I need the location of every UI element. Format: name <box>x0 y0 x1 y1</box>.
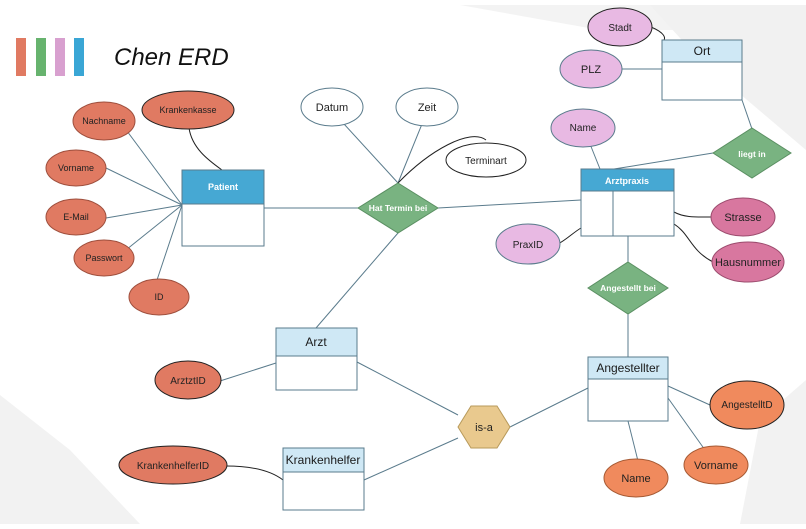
attribute-email-label: E-Mail <box>63 212 89 222</box>
attribute-krankenhelferid[interactable]: KrankenhelferID <box>118 445 228 485</box>
attribute-terminart[interactable]: Terminart <box>445 142 527 178</box>
relationship-is-a-label: is-a <box>475 422 494 434</box>
relationship-liegt-in[interactable]: liegt in <box>712 127 792 179</box>
attribute-datum[interactable]: Datum <box>300 87 364 127</box>
attribute-angestelltid[interactable]: AngestelltD <box>709 380 785 430</box>
attribute-strasse[interactable]: Strasse <box>710 197 776 237</box>
attribute-vorname-angestellter-label: Vorname <box>694 460 738 472</box>
attribute-id[interactable]: ID <box>128 278 190 316</box>
entity-krankenhelfer-label: Krankenhelfer <box>286 453 361 467</box>
attribute-strasse-label: Strasse <box>724 212 761 224</box>
attribute-id-label: ID <box>155 292 165 302</box>
legend-swatch-blue <box>74 38 84 76</box>
background-shape <box>0 395 140 524</box>
entity-arzt[interactable]: Arzt <box>275 327 358 391</box>
attribute-angestelltid-label: AngestelltD <box>721 400 772 411</box>
entity-patient-label: Patient <box>208 182 238 192</box>
relationship-angestellt-bei-label: Angestellt bei <box>600 283 656 293</box>
legend-swatch-green <box>36 38 46 76</box>
connectors <box>105 26 753 481</box>
color-legend <box>16 38 84 76</box>
attribute-plz-label: PLZ <box>581 64 601 76</box>
attribute-datum-label: Datum <box>316 102 348 114</box>
relationship-is-a[interactable]: is-a <box>457 405 511 449</box>
entity-arztpraxis[interactable]: Arztpraxis <box>580 168 675 237</box>
diagram-title: Chen ERD <box>114 44 229 71</box>
attribute-nachname-label: Nachname <box>82 116 126 126</box>
entity-patient[interactable]: Patient <box>181 169 265 247</box>
attribute-name-angestellter-label: Name <box>621 473 650 485</box>
attribute-praxisid[interactable]: PraxID <box>495 223 561 265</box>
attribute-passwort[interactable]: Passwort <box>73 239 135 277</box>
attribute-plz[interactable]: PLZ <box>559 49 623 89</box>
attribute-zeit-label: Zeit <box>418 102 436 114</box>
relationship-angestellt-bei[interactable]: Angestellt bei <box>587 261 669 315</box>
attribute-stadt-label: Stadt <box>608 23 632 34</box>
attribute-stadt[interactable]: Stadt <box>587 7 653 47</box>
attribute-praxisid-label: PraxID <box>513 240 544 251</box>
relationship-hat-termin-bei-label: Hat Termin bei <box>369 203 427 213</box>
entity-arztpraxis-label: Arztpraxis <box>605 176 649 186</box>
entity-ort[interactable]: Ort <box>661 39 743 101</box>
entity-angestellter[interactable]: Angestellter <box>587 356 669 422</box>
legend-swatch-salmon <box>16 38 26 76</box>
background-shape <box>740 380 806 524</box>
attribute-hausnummer[interactable]: Hausnummer <box>711 241 785 283</box>
attribute-terminart-label: Terminart <box>465 156 507 167</box>
entity-krankenhelfer[interactable]: Krankenhelfer <box>282 447 365 511</box>
legend-swatch-pink <box>55 38 65 76</box>
attribute-nachname[interactable]: Nachname <box>72 101 136 141</box>
attribute-vorname-patient-label: Vorname <box>58 163 94 173</box>
attribute-zeit[interactable]: Zeit <box>395 87 459 127</box>
attribute-krankenkasse-label: Krankenkasse <box>159 105 216 115</box>
attribute-krankenkasse[interactable]: Krankenkasse <box>141 90 235 130</box>
attribute-vorname-angestellter[interactable]: Vorname <box>683 445 749 485</box>
entity-angestellter-label: Angestellter <box>596 361 659 375</box>
attribute-arztid[interactable]: ArztztID <box>154 360 222 400</box>
attribute-arztid-label: ArztztID <box>170 376 206 387</box>
attribute-email[interactable]: E-Mail <box>45 198 107 236</box>
entity-arzt-label: Arzt <box>305 335 327 349</box>
attribute-name-praxis-label: Name <box>570 123 597 134</box>
attribute-vorname-patient[interactable]: Vorname <box>45 149 107 187</box>
attribute-name-praxis[interactable]: Name <box>550 108 616 148</box>
attribute-name-angestellter[interactable]: Name <box>603 458 669 498</box>
attribute-hausnummer-label: Hausnummer <box>715 257 781 269</box>
entity-ort-label: Ort <box>694 44 711 58</box>
relationship-hat-termin-bei[interactable]: Hat Termin bei <box>357 182 439 234</box>
attribute-passwort-label: Passwort <box>85 253 123 263</box>
attribute-krankenhelferid-label: KrankenhelferID <box>137 461 209 472</box>
relationship-liegt-in-label: liegt in <box>738 149 765 159</box>
